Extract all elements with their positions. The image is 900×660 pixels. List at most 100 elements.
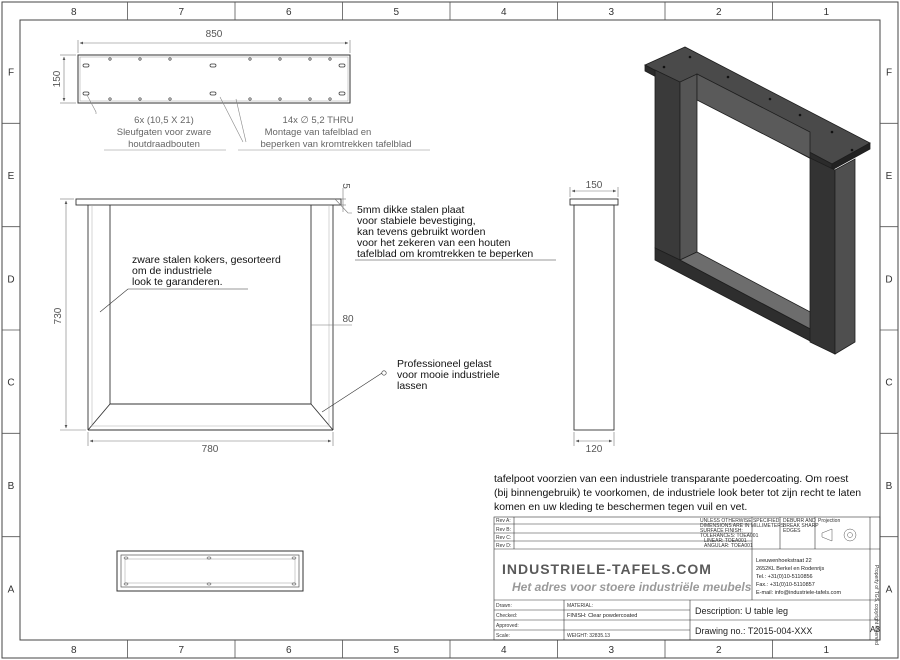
sheet-size: A3 xyxy=(870,625,880,634)
address-line-3: Tel.: +31(0)10-5110856 xyxy=(756,574,813,580)
zone-column-top: 2 xyxy=(716,7,722,18)
height-dimension-label: 150 xyxy=(52,70,63,87)
plate-note-line-4: voor het zekeren van een houten xyxy=(357,237,511,249)
unless-note-1: UNLESS OTHERWISE SPECIFIED: xyxy=(700,518,781,524)
zone-row-right: C xyxy=(885,378,892,389)
zone-column-bottom: 7 xyxy=(178,645,184,656)
hole-note-line-3: beperken van kromtrekken tafelblad xyxy=(260,139,411,150)
zone-row-left: E xyxy=(8,171,15,182)
zone-row-right: E xyxy=(886,171,893,182)
hole-leader-2 xyxy=(235,98,247,143)
weld-symbol xyxy=(381,370,387,376)
tube-note-line-3: look te garanderen. xyxy=(132,276,222,288)
side-bottom-dimension-label: 120 xyxy=(586,444,603,455)
zone-column-bottom: 4 xyxy=(501,645,507,656)
zone-row-left: A xyxy=(8,584,15,595)
unless-note-6: ANGULAR: TOEA001 xyxy=(704,543,753,549)
bottom-view xyxy=(116,550,304,592)
plate-note-line-2: voor stabiele bevestiging, xyxy=(357,215,476,227)
slot-leader xyxy=(86,94,97,114)
weld-leader xyxy=(321,372,383,413)
top-view: 850 150 6x (10,5 X 21) Sleufgaten voor z… xyxy=(52,29,430,151)
tube-dimension-label: 80 xyxy=(342,314,354,325)
scale-label: Scale: xyxy=(496,633,510,639)
finish-label: FINISH: Clear powdercoated xyxy=(567,613,637,619)
address-line-4: Fax.: +31(0)10-5110857 xyxy=(756,582,815,588)
front-view: 730 780 80 5 5mm dikke stalen plaat voor… xyxy=(53,183,556,455)
zone-row-right: F xyxy=(886,68,892,79)
hole-note-line-2: Montage van tafelblad en xyxy=(265,127,372,138)
zone-column-bottom: 2 xyxy=(716,645,722,656)
zone-column-top: 3 xyxy=(608,7,614,18)
tube-note-line-1: zware stalen kokers, gesorteerd xyxy=(132,254,281,266)
address-line-1: Leeuwenhoekstraat 22 xyxy=(756,558,812,564)
width-dimension-label: 850 xyxy=(206,29,223,40)
rev-b: Rev B: xyxy=(496,527,511,533)
copyright-note: Property of TGS, copyright reserved xyxy=(873,565,879,645)
plate-note-line-5: tafelblad om kromtrekken te beperken xyxy=(357,248,533,260)
rev-c: Rev C: xyxy=(496,535,511,541)
zone-column-bottom: 3 xyxy=(608,645,614,656)
drawn-label: Drawn: xyxy=(496,603,512,609)
tube-note-line-2: om de industriele xyxy=(132,265,212,277)
checked-label: Checked: xyxy=(496,613,517,619)
zone-row-right: B xyxy=(886,481,893,492)
zone-column-top: 7 xyxy=(178,7,184,18)
unless-note-3: SURFACE FINISH: xyxy=(700,528,743,534)
isometric-view xyxy=(644,46,871,355)
title-block-text: Rev A: Rev B: Rev C: Rev D: UNLESS OTHER… xyxy=(496,518,880,645)
hole-leader-1 xyxy=(219,96,244,143)
iso-right-leg xyxy=(809,157,836,355)
slot-note-line-1: 6x (10,5 X 21) xyxy=(134,115,194,126)
weight-label: WEIGHT: 32835.13 xyxy=(567,633,610,639)
weld-note-line-2: voor mooie industriele xyxy=(397,369,500,381)
front-height-dimension-label: 730 xyxy=(53,307,64,324)
rev-d: Rev D: xyxy=(496,543,511,549)
description-line-2: (bij binnengebruik) te voorkomen, de ind… xyxy=(494,487,861,499)
zone-row-right: D xyxy=(885,274,892,285)
side-top-dimension-label: 150 xyxy=(586,180,603,191)
top-view-slots xyxy=(82,63,346,96)
iso-left-leg xyxy=(654,69,681,261)
zone-row-left: B xyxy=(8,481,15,492)
material-label: MATERIAL: xyxy=(567,603,593,609)
weld-note-line-3: lassen xyxy=(397,380,428,392)
zone-column-top: 6 xyxy=(286,7,292,18)
zone-row-left: C xyxy=(7,378,14,389)
address-line-2: 2652KL Berkel en Rodenrijs xyxy=(756,566,825,572)
deburr-note-2: BREAK SHARP xyxy=(783,523,819,529)
side-view: 150 120 xyxy=(569,180,619,455)
zone-column-top: 8 xyxy=(71,7,77,18)
zone-row-left: D xyxy=(7,274,14,285)
top-view-holes xyxy=(108,57,332,101)
zone-column-bottom: 8 xyxy=(71,645,77,656)
side-view-tube xyxy=(573,204,615,431)
unless-note-4: TOLERANCES: TOEA001 xyxy=(700,533,759,539)
projection-label: Projection xyxy=(818,518,840,524)
drawing-number: Drawing no.: T2015-004-XXX xyxy=(695,626,812,636)
weld-note-line-1: Professioneel gelast xyxy=(397,358,492,370)
front-width-dimension-label: 780 xyxy=(202,444,219,455)
zone-column-bottom: 5 xyxy=(393,645,399,656)
description-title: Description: U table leg xyxy=(695,606,788,616)
brand-tagline: Het adres voor stoere industriële meubel… xyxy=(512,580,752,594)
zone-row-left: F xyxy=(8,68,14,79)
plate-dimension-label: 5 xyxy=(340,183,351,189)
slot-note-line-2: Sleufgaten voor zware xyxy=(117,127,212,138)
description-block: tafelpoot voorzien van een industriele t… xyxy=(494,473,861,513)
title-block xyxy=(493,516,881,641)
top-view-plate xyxy=(77,54,351,104)
top-view-inner xyxy=(79,56,349,102)
zone-row-right: A xyxy=(886,584,893,595)
deburr-note-3: EDGES xyxy=(783,528,801,534)
plate-note-line-3: kan tevens gebruikt worden xyxy=(357,226,486,238)
rev-a: Rev A: xyxy=(496,518,511,524)
zone-column-top: 4 xyxy=(501,7,507,18)
tube-leader xyxy=(99,288,129,313)
iso-holes xyxy=(662,55,854,152)
projection-symbol-icon xyxy=(821,528,857,542)
plate-note-line-1: 5mm dikke stalen plaat xyxy=(357,204,464,216)
